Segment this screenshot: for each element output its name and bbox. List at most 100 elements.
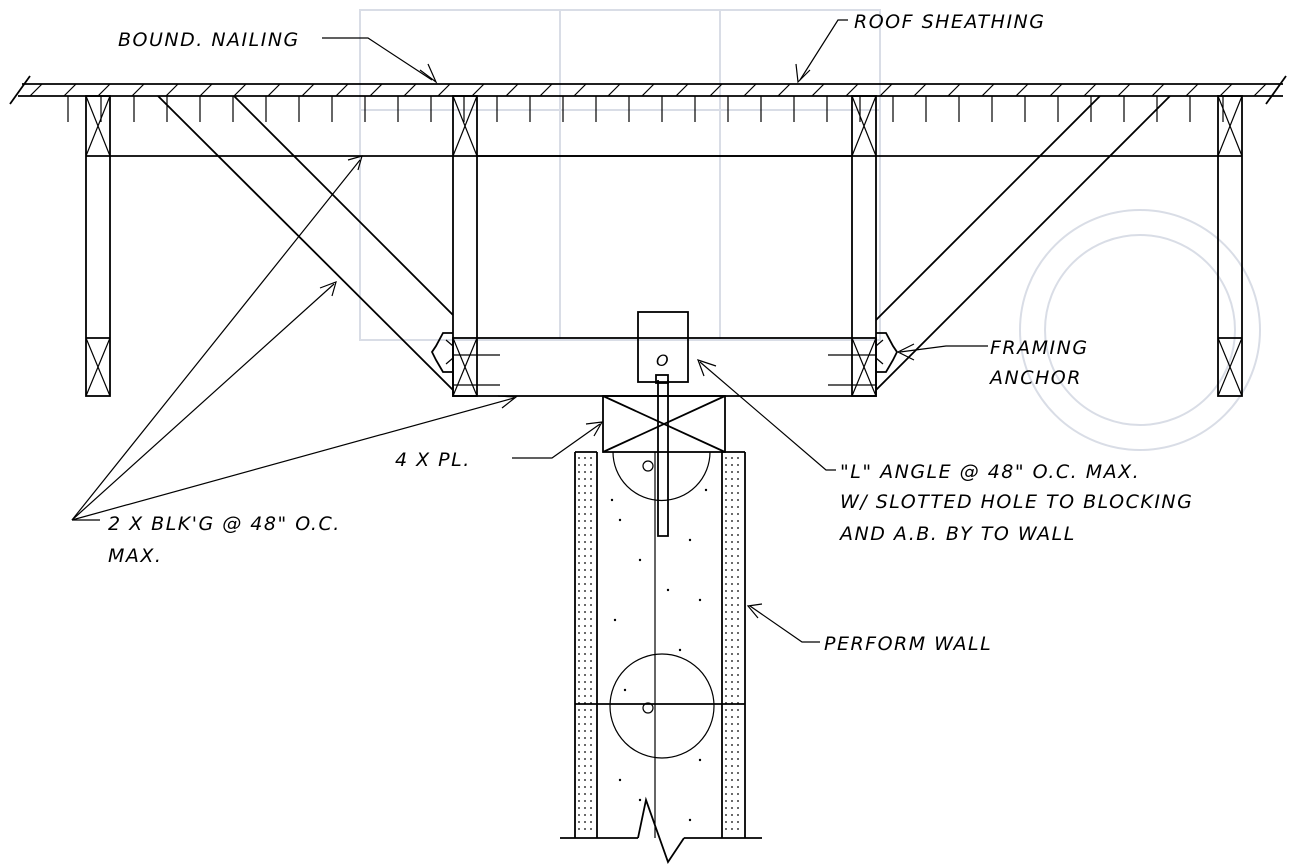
insulation-dot: [731, 604, 733, 606]
sheathing-hatch-stroke: [947, 83, 961, 97]
insulation-dot: [725, 716, 727, 718]
insulation-dot: [590, 548, 592, 550]
sheathing-hatch-stroke: [403, 83, 417, 97]
insulation-dot: [725, 625, 727, 627]
insulation-dot: [578, 604, 580, 606]
insulation-dot: [578, 485, 580, 487]
insulation-dot: [737, 569, 739, 571]
insulation-dot: [737, 667, 739, 669]
insulation-dot: [737, 583, 739, 585]
insulation-dot: [731, 632, 733, 634]
insulation-dot: [725, 499, 727, 501]
insulation-dot: [737, 611, 739, 613]
insulation-dot: [590, 695, 592, 697]
insulation-dot: [731, 807, 733, 809]
insulation-dot: [737, 604, 739, 606]
insulation-dot: [731, 828, 733, 830]
insulation-dot: [737, 716, 739, 718]
joist-center-right: [851, 95, 877, 397]
insulation-dot: [584, 492, 586, 494]
grout-speck: [698, 758, 702, 762]
insulation-dot: [725, 807, 727, 809]
insulation-dot: [737, 492, 739, 494]
insulation-dot: [584, 464, 586, 466]
insulation-dot: [578, 534, 580, 536]
insulation-dot: [725, 632, 727, 634]
insulation-dot: [578, 765, 580, 767]
insulation-dot: [584, 779, 586, 781]
insulation-dot: [578, 667, 580, 669]
insulation-dot: [584, 541, 586, 543]
insulation-dot: [590, 457, 592, 459]
sheathing-hatch-stroke: [811, 83, 825, 97]
insulation-dot: [578, 464, 580, 466]
insulation-dot: [578, 695, 580, 697]
insulation-dot: [590, 793, 592, 795]
insulation-dot: [584, 653, 586, 655]
insulation-dot: [731, 478, 733, 480]
insulation-dot: [590, 576, 592, 578]
insulation-dot: [737, 758, 739, 760]
sheathing-hatch-stroke: [1219, 83, 1233, 97]
insulation-dot: [590, 527, 592, 529]
insulation-dot: [731, 737, 733, 739]
insulation-dot: [731, 562, 733, 564]
insulation-dot: [737, 639, 739, 641]
sheathing-hatch-stroke: [913, 83, 927, 97]
insulation-dot: [584, 548, 586, 550]
insulation-dot: [731, 569, 733, 571]
insulation-dot: [725, 744, 727, 746]
insulation-dot: [737, 646, 739, 648]
insulation-dot: [590, 611, 592, 613]
insulation-dot: [737, 765, 739, 767]
insulation-dot: [590, 814, 592, 816]
anchor-bolt-top: [655, 374, 669, 384]
sheathing-hatch-stroke: [63, 83, 77, 97]
insulation-dot: [578, 730, 580, 732]
insulation-dot: [725, 702, 727, 704]
insulation-dot: [725, 681, 727, 683]
insulation-dot: [737, 730, 739, 732]
insulation-dot: [590, 625, 592, 627]
insulation-dot: [578, 744, 580, 746]
insulation-dot: [590, 758, 592, 760]
insulation-dot: [731, 765, 733, 767]
insulation-dot: [584, 646, 586, 648]
insulation-dot: [578, 653, 580, 655]
grout-speck: [704, 488, 708, 492]
insulation-dot: [731, 716, 733, 718]
insulation-dot: [584, 534, 586, 536]
insulation-dot: [584, 730, 586, 732]
insulation-dot: [584, 786, 586, 788]
insulation-dot: [731, 667, 733, 669]
insulation-dot: [737, 814, 739, 816]
insulation-dot: [737, 527, 739, 529]
insulation-dot: [584, 674, 586, 676]
insulation-dot: [737, 618, 739, 620]
insulation-dot: [725, 520, 727, 522]
insulation-dot: [737, 576, 739, 578]
insulation-dot: [584, 688, 586, 690]
insulation-dot: [725, 611, 727, 613]
insulation-dot: [578, 625, 580, 627]
insulation-dot: [578, 737, 580, 739]
insulation-dot: [578, 506, 580, 508]
insulation-dot: [590, 632, 592, 634]
insulation-dot: [725, 758, 727, 760]
insulation-dot: [590, 597, 592, 599]
insulation-dot: [590, 786, 592, 788]
insulation-dot: [578, 555, 580, 557]
insulation-dot: [578, 548, 580, 550]
insulation-dot: [731, 485, 733, 487]
insulation-dot: [725, 457, 727, 459]
insulation-dot: [590, 744, 592, 746]
insulation-dot: [578, 772, 580, 774]
sheathing-hatch-stroke: [505, 83, 519, 97]
insulation-dot: [725, 639, 727, 641]
insulation-dot: [590, 604, 592, 606]
insulation-dot: [731, 702, 733, 704]
sheathing-hatch-stroke: [1049, 83, 1063, 97]
insulation-dot: [578, 527, 580, 529]
insulation-dot: [578, 562, 580, 564]
sheathing-hatch-stroke: [369, 83, 383, 97]
